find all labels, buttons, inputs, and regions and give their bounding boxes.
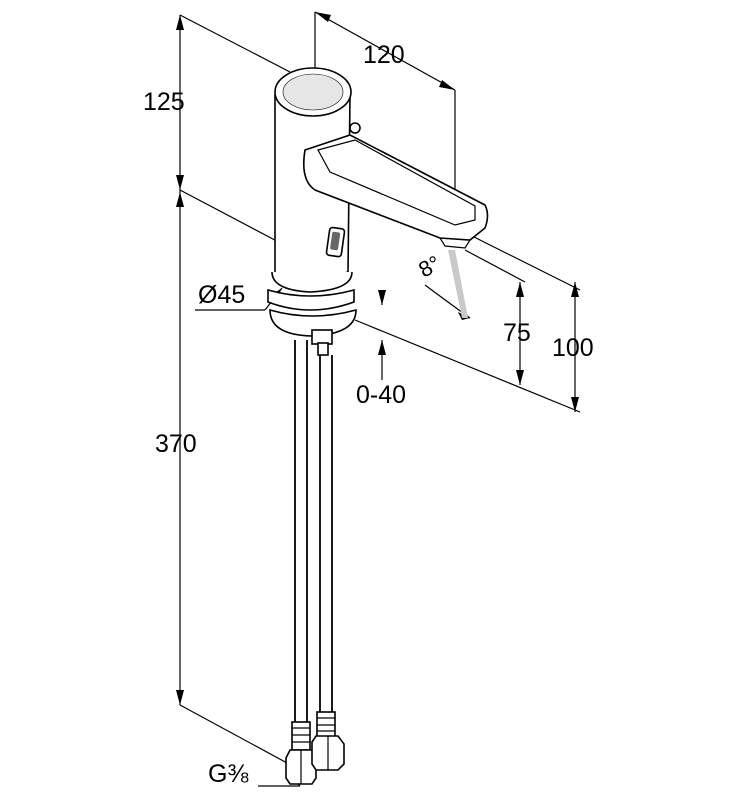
faucet-body: [267, 67, 489, 785]
dim-spout-reach: 120: [363, 41, 405, 69]
dim-mount-thickness: 0-40: [356, 381, 406, 409]
dim-sensor-angle: 8°: [414, 251, 444, 283]
dim-top-height: 125: [143, 88, 185, 116]
dim-spout-height-max: 100: [552, 334, 594, 362]
dim-spout-height-min: 75: [503, 319, 531, 347]
dim-thread: G⅜: [208, 760, 248, 788]
dim-total-length: 370: [155, 430, 197, 458]
dimension-lines: [176, 11, 581, 787]
dim-diameter: Ø45: [198, 281, 245, 309]
